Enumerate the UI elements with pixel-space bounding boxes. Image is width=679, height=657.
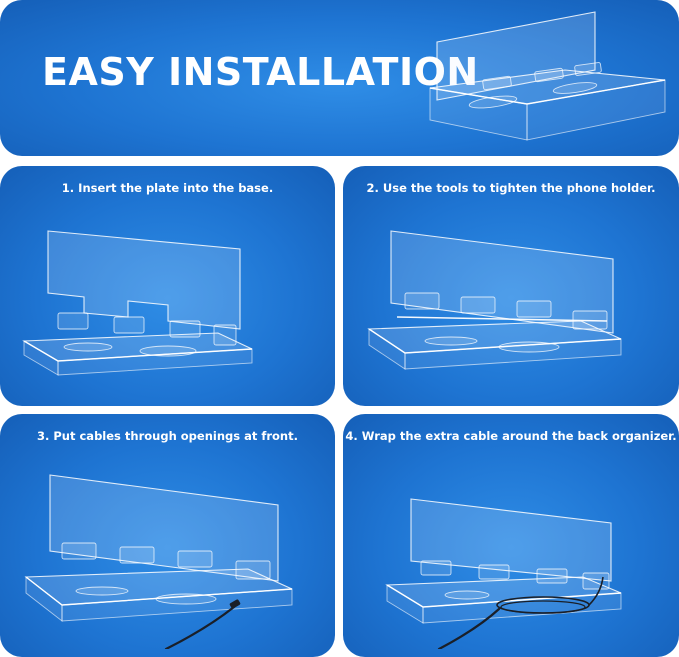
step-2-illustration [367, 230, 622, 370]
step-3-illustration [24, 474, 293, 649]
step-1-caption: 1. Insert the plate into the base. [61, 181, 274, 195]
step-3-caption: 3. Put cables through openings at front. [37, 429, 298, 443]
hero-title: EASY INSTALLATION [42, 50, 479, 94]
step-4-illustration [385, 498, 622, 649]
step-2-caption: 2. Use the tools to tighten the phone ho… [366, 181, 656, 195]
step-1-panel: 1. Insert the plate into the base. [0, 166, 335, 406]
step-3-panel: 3. Put cables through openings at front. [0, 414, 335, 657]
step-2-panel: 2. Use the tools to tighten the phone ho… [343, 166, 679, 406]
step-4-panel: 4. Wrap the extra cable around the back … [343, 414, 679, 657]
step-4-caption: 4. Wrap the extra cable around the back … [345, 429, 677, 443]
hero-stand-illustration [429, 11, 666, 141]
step-1-illustration [22, 230, 253, 376]
hero-banner: EASY INSTALLATION [0, 0, 679, 156]
